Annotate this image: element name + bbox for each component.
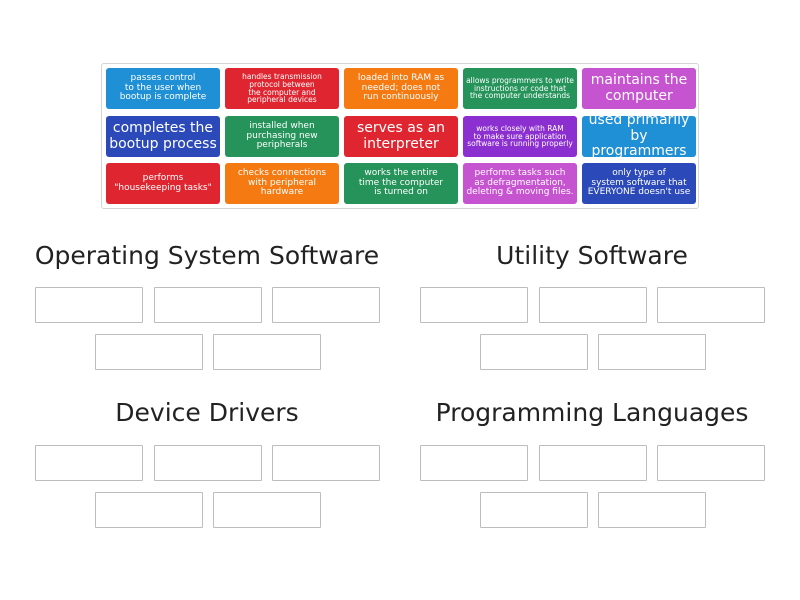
draggable-card[interactable]: used primarily by programmers [582,116,696,157]
drop-slot-os[interactable] [95,334,203,370]
drop-slot-utility[interactable] [657,287,765,323]
card-label: used primarily by programmers [588,116,690,157]
card-label: serves as an interpreter [356,119,446,152]
draggable-card[interactable]: passes control to the user when bootup i… [106,68,220,109]
drop-slot-drivers[interactable] [154,445,262,481]
category-title-utility: Utility Software [496,241,688,270]
drop-slot-utility[interactable] [539,287,647,323]
draggable-card[interactable]: serves as an interpreter [344,116,458,157]
card-label: checks connections with peripheral hardw… [237,167,327,198]
card-label: performs tasks such as defragmentation, … [466,167,574,198]
draggable-card[interactable]: handles transmission protocol between th… [225,68,339,109]
draggable-card[interactable]: installed when purchasing new peripheral… [225,116,339,157]
drop-slot-os[interactable] [154,287,262,323]
card-label: installed when purchasing new peripheral… [246,120,318,151]
drop-slot-utility[interactable] [598,334,706,370]
draggable-card[interactable]: completes the bootup process [106,116,220,157]
drop-slot-drivers[interactable] [213,492,321,528]
card-label: works closely with RAM to make sure appl… [467,123,573,149]
drop-slot-utility[interactable] [420,287,528,323]
drop-slot-os[interactable] [272,287,380,323]
draggable-card[interactable]: works closely with RAM to make sure appl… [463,116,577,157]
draggable-card[interactable]: maintains the computer [582,68,696,109]
drop-slot-programming[interactable] [598,492,706,528]
card-label: works the entire time the computer is tu… [358,167,444,198]
drop-slot-utility[interactable] [480,334,588,370]
drop-slot-drivers[interactable] [35,445,143,481]
draggable-card[interactable]: checks connections with peripheral hardw… [225,163,339,204]
card-label: passes control to the user when bootup i… [119,72,207,103]
draggable-card[interactable]: loaded into RAM as needed; does not run … [344,68,458,109]
drop-slot-drivers[interactable] [95,492,203,528]
drop-slot-os[interactable] [35,287,143,323]
draggable-card[interactable]: performs tasks such as defragmentation, … [463,163,577,204]
drop-slot-programming[interactable] [657,445,765,481]
draggable-card[interactable]: allows programmers to write instructions… [463,68,577,109]
draggable-card[interactable]: performs "housekeeping tasks" [106,163,220,204]
card-label: loaded into RAM as needed; does not run … [357,72,445,103]
card-label: completes the bootup process [109,119,217,152]
category-title-programming: Programming Languages [435,398,749,427]
card-label: maintains the computer [590,71,688,104]
drop-slot-os[interactable] [213,334,321,370]
drop-slot-programming[interactable] [420,445,528,481]
category-title-drivers: Device Drivers [115,398,299,427]
draggable-card[interactable]: only type of system software that EVERYO… [582,163,696,204]
drop-slot-programming[interactable] [480,492,588,528]
card-label: handles transmission protocol between th… [242,71,322,105]
card-label: allows programmers to write instructions… [466,75,574,101]
drop-slot-programming[interactable] [539,445,647,481]
card-label: performs "housekeeping tasks" [114,172,212,193]
card-bank: passes control to the user when bootup i… [101,63,699,209]
category-title-os: Operating System Software [34,241,380,270]
card-label: only type of system software that EVERYO… [587,167,691,198]
draggable-card[interactable]: works the entire time the computer is tu… [344,163,458,204]
drop-slot-drivers[interactable] [272,445,380,481]
